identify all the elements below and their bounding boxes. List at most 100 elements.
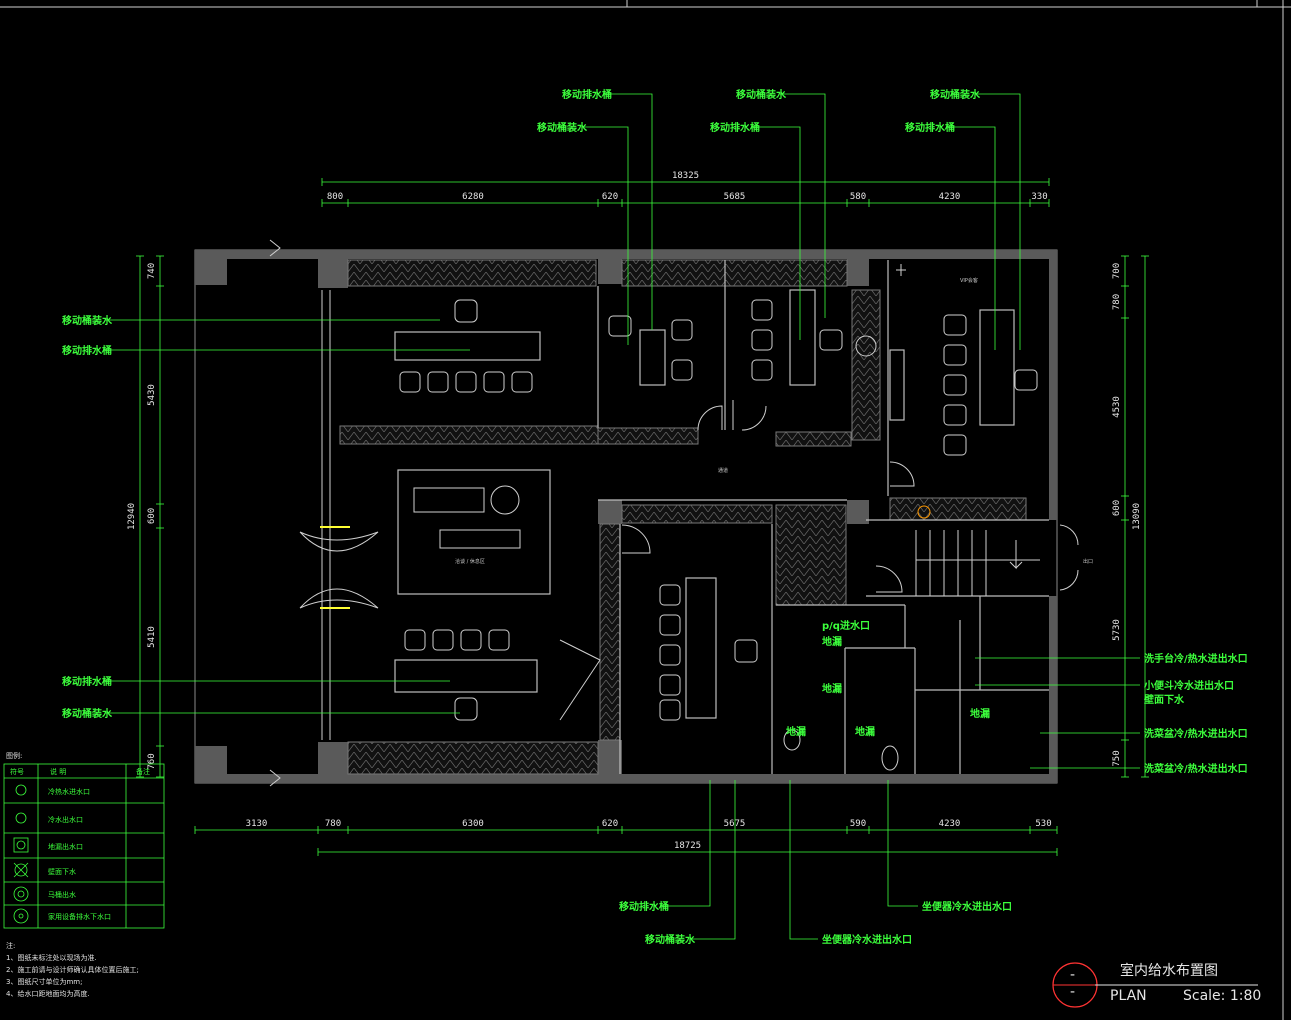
dim-left-value: 5410 [147, 626, 157, 648]
room-exit: 出口 [1083, 558, 1093, 565]
label-right-5: 洗菜盆冷/热水进出水口 [1144, 762, 1248, 775]
title-block: - - 室内给水布置图 PLAN Scale: 1:80 [1052, 962, 1261, 1008]
label-drain-2: 地漏 [822, 682, 842, 695]
dim-right-value: 4530 [1112, 396, 1122, 418]
label-right-2: 小便斗冷水进出水口 [1143, 679, 1234, 692]
bottom-labels: 移动排水桶 移动桶装水 坐便器冷水进出水口 坐便器冷水进出水口 [619, 900, 1012, 946]
label-drain-5: 地漏 [970, 707, 990, 720]
dim-right-value: 5730 [1112, 619, 1122, 641]
dim-bottom-value: 530 [1035, 819, 1051, 829]
label-right-1: 洗手台冷/热水进出水口 [1144, 652, 1248, 665]
label-right-4: 洗菜盆冷/热水进出水口 [1144, 727, 1248, 740]
label-leader [887, 780, 918, 907]
label-top-6: 移动排水桶 [905, 121, 955, 134]
label-leader [690, 780, 736, 940]
note-4: 4、给水口距地面均为高度. [6, 989, 90, 998]
room-vip: VIP会客 [960, 277, 978, 284]
room-names: VIP会客 通道 洽谈 / 休息区 出口 [455, 277, 1093, 565]
label-top-4: 移动排水桶 [710, 121, 760, 134]
furniture [399, 264, 1038, 771]
legend-row-3: 地漏出水口 [48, 842, 83, 851]
dim-top-value: 4230 [939, 192, 961, 202]
stair [915, 530, 1040, 596]
legend-row-6: 家用设备排水下水口 [48, 912, 111, 921]
scale-label: Scale: 1:80 [1183, 988, 1261, 1004]
dim-left-value: 760 [147, 753, 157, 769]
label-leader [780, 93, 826, 318]
label-leader [608, 93, 653, 330]
dim-top-value: 620 [602, 192, 618, 202]
dim-right-value: 780 [1112, 294, 1122, 310]
title-badge-bottom: - [1070, 984, 1075, 1000]
label-bottom-1: 移动排水桶 [619, 900, 669, 913]
dim-bottom-value: 4230 [939, 819, 961, 829]
room-meeting: 洽谈 / 休息区 [455, 558, 485, 565]
label-leader [950, 126, 996, 350]
dim-left-value: 600 [147, 508, 157, 524]
left-labels: 移动桶装水 移动排水桶 移动排水桶 移动桶装水 [62, 314, 113, 720]
label-inlet: p/q进水口 [822, 619, 870, 632]
dimension-lines [136, 178, 1149, 856]
leader-lines [105, 93, 1140, 940]
label-leader [789, 780, 818, 940]
dim-right-value: 700 [1112, 263, 1122, 279]
dim-bottom-value: 5675 [724, 819, 746, 829]
dim-bottom-total-value: 18725 [674, 841, 701, 851]
legend-row-4: 壁面下水 [48, 867, 76, 876]
notes-title: 注: [6, 941, 15, 950]
label-drain-1: 地漏 [822, 635, 842, 648]
dim-right-total-value: 13090 [1132, 503, 1142, 530]
note-2: 2、施工前请与设计师确认具体位置后施工; [6, 965, 139, 974]
dim-left-total-value: 12940 [127, 503, 137, 530]
title-badge-top: - [1070, 967, 1075, 983]
legend-table: 图例: 符号 说 明 备注 冷热水进水口 冷水出水口 地漏出 [3, 751, 165, 929]
label-left-2: 移动排水桶 [62, 344, 112, 357]
dim-bottom-value: 620 [602, 819, 618, 829]
dim-top-value: 580 [850, 192, 866, 202]
label-left-1: 移动桶装水 [62, 314, 113, 327]
note-3: 3、图纸尺寸单位为mm; [6, 977, 82, 986]
legend-header-symbol: 符号 [10, 767, 24, 776]
dim-bottom-value: 590 [850, 819, 866, 829]
dim-top-value: 330 [1031, 192, 1047, 202]
top-labels: 移动排水桶 移动桶装水 移动桶装水 移动排水桶 移动桶装水 移动排水桶 [537, 88, 981, 134]
label-drain-3: 地漏 [786, 725, 806, 738]
dim-left-value: 5430 [147, 384, 157, 406]
dim-right-value: 600 [1112, 500, 1122, 516]
label-leader [755, 126, 801, 340]
room-corridor: 通道 [718, 467, 728, 474]
label-leader [975, 93, 1021, 350]
dim-top-value: 5685 [724, 192, 746, 202]
dim-bottom-value: 6300 [462, 819, 484, 829]
label-top-2: 移动桶装水 [537, 121, 588, 134]
dim-bottom-value: 3130 [246, 819, 268, 829]
right-labels: 洗手台冷/热水进出水口 小便斗冷水进出水口 壁面下水 洗菜盆冷/热水进出水口 洗… [1143, 652, 1248, 775]
dim-top-total-value: 18325 [672, 171, 699, 181]
plan-label: PLAN [1110, 988, 1147, 1004]
label-leader [583, 126, 629, 345]
dim-bottom-value: 780 [325, 819, 341, 829]
label-right-3: 壁面下水 [1144, 693, 1185, 706]
label-leader [665, 780, 711, 907]
label-left-4: 移动桶装水 [62, 707, 113, 720]
label-top-3: 移动桶装水 [736, 88, 787, 101]
label-left-3: 移动排水桶 [62, 675, 112, 688]
legend-row-5: 马桶出水 [48, 890, 76, 899]
label-top-5: 移动桶装水 [930, 88, 981, 101]
label-bottom-4: 坐便器冷水进出水口 [822, 933, 912, 946]
label-bottom-3: 坐便器冷水进出水口 [922, 900, 1012, 913]
label-drain-4: 地漏 [855, 725, 875, 738]
note-1: 1、图纸未标注处以现场为准. [6, 953, 97, 962]
legend-row-1: 冷热水进水口 [48, 787, 90, 796]
legend-title: 图例: [6, 751, 22, 760]
interior-labels: p/q进水口 地漏 地漏 地漏 地漏 地漏 [786, 619, 990, 738]
dim-top-value: 800 [327, 192, 343, 202]
label-top-1: 移动排水桶 [562, 88, 612, 101]
dim-right-value: 750 [1112, 750, 1122, 766]
dim-left-value: 740 [147, 263, 157, 279]
building-walls [194, 239, 1079, 787]
doors [269, 239, 1079, 787]
